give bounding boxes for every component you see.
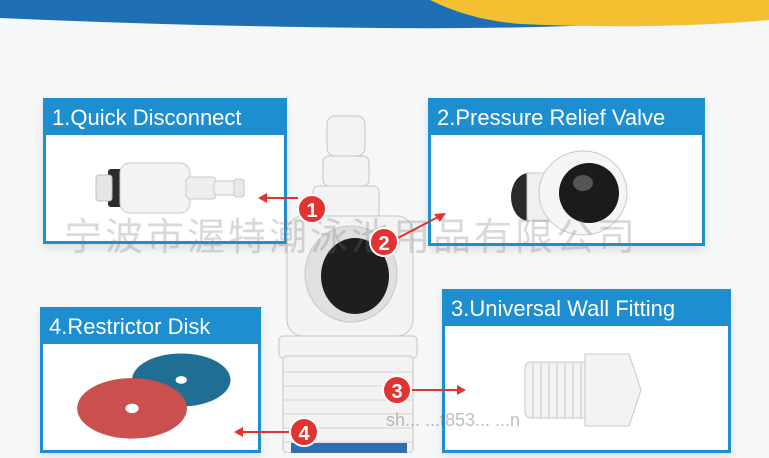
quick-disconnect-fitting-icon: [46, 135, 284, 241]
panel-universal-wall-fitting: 3.Universal Wall Fitting: [442, 289, 731, 453]
panel-title-quick-disconnect: 1.Quick Disconnect: [46, 101, 284, 135]
arrow-3: [410, 385, 466, 395]
arrow-1: [258, 193, 298, 203]
panel-pressure-relief-valve: 2.Pressure Relief Valve: [428, 98, 705, 246]
arrow-2: [398, 213, 446, 239]
arrow-4: [234, 427, 290, 437]
panel-title-pressure-relief-valve: 2.Pressure Relief Valve: [431, 101, 702, 135]
callout-1: 1: [297, 194, 327, 224]
callout-number-2: 2: [369, 227, 399, 257]
top-decorative-band: [0, 0, 769, 36]
panel-title-restrictor-disk: 4.Restrictor Disk: [43, 310, 258, 344]
panel-title-universal-wall-fitting: 3.Universal Wall Fitting: [445, 292, 728, 326]
callout-2: 2: [369, 227, 399, 257]
callout-number-1: 1: [297, 194, 327, 224]
panel-restrictor-disk: 4.Restrictor Disk: [40, 307, 261, 453]
callout-number-3: 3: [382, 375, 412, 405]
panel-quick-disconnect: 1.Quick Disconnect: [43, 98, 287, 244]
threaded-wall-fitting-icon: [445, 326, 728, 450]
callout-3: 3: [382, 375, 412, 405]
callout-number-4: 4: [289, 417, 319, 447]
pressure-relief-valve-icon: [431, 135, 702, 243]
callout-4: 4: [289, 417, 319, 447]
restrictor-disks-icon: [43, 344, 258, 450]
